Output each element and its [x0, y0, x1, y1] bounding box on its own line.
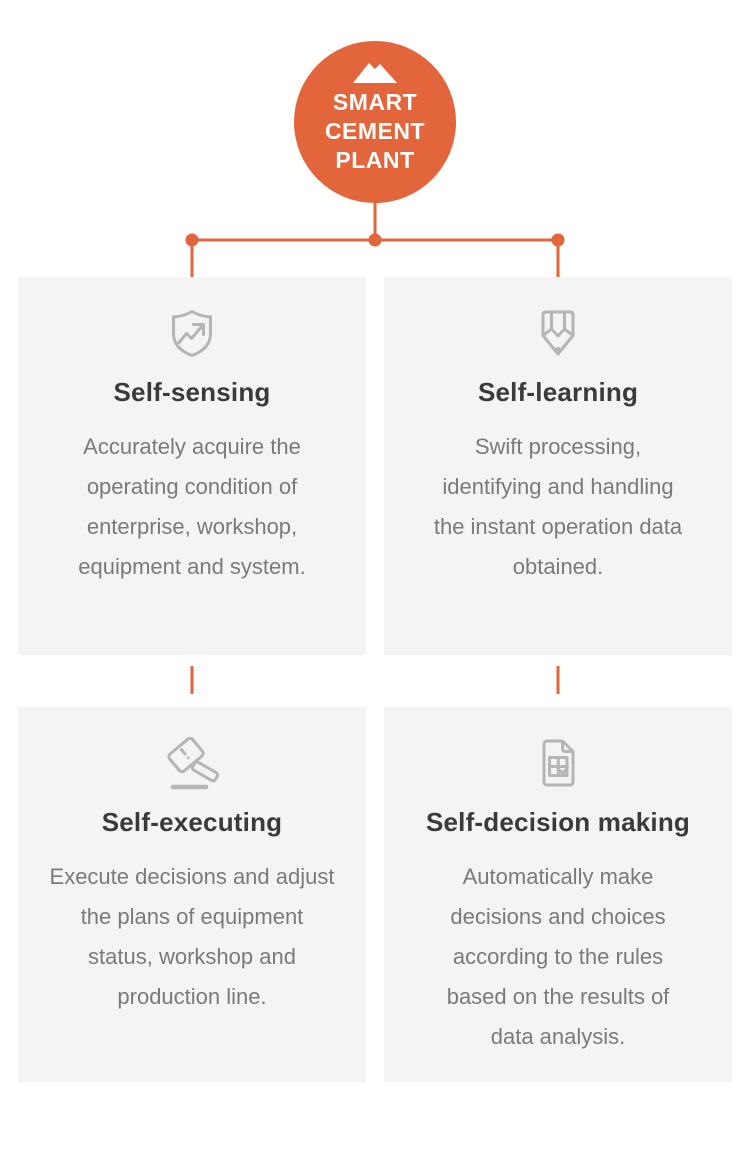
- document-check-icon: [392, 735, 724, 791]
- card-description: Automatically make decisions and choices…: [446, 864, 670, 1049]
- shield-trend-icon: [26, 305, 358, 361]
- node-dot-right: [551, 233, 565, 247]
- card-self-learning: Self-learning Swift processing, identify…: [384, 277, 732, 655]
- card-title: Self-decision making: [425, 807, 691, 837]
- pencil-icon: [392, 305, 724, 361]
- hub-title: SMART CEMENT PLANT: [324, 89, 426, 173]
- card-title: Self-executing: [101, 807, 283, 837]
- node-dot-left: [185, 233, 199, 247]
- card-description: Swift processing, identifying and handli…: [433, 434, 683, 579]
- hub-circle: SMART CEMENT PLANT: [294, 41, 456, 203]
- node-dot-center: [368, 233, 382, 247]
- card-self-decision-making: Self-decision making Automatically make …: [384, 707, 732, 1082]
- card-self-executing: Self-executing Execute decisions and adj…: [18, 707, 366, 1082]
- card-title: Self-learning: [477, 377, 639, 407]
- card-title: Self-sensing: [113, 377, 271, 407]
- gavel-icon: [26, 735, 358, 791]
- card-description: Execute decisions and adjust the plans o…: [49, 864, 335, 1009]
- card-description: Accurately acquire the operating conditi…: [78, 434, 306, 579]
- card-self-sensing: Self-sensing Accurately acquire the oper…: [18, 277, 366, 655]
- mountain-icon: [353, 63, 397, 83]
